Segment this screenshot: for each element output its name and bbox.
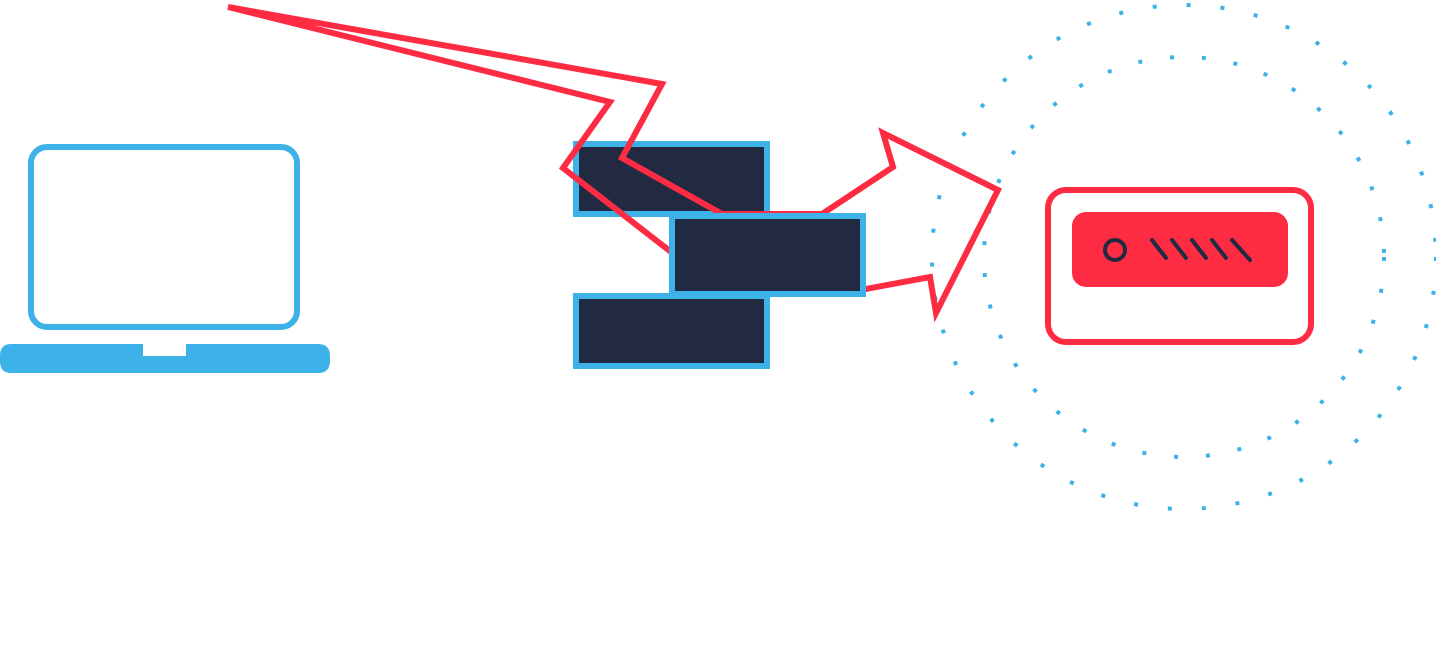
- router-device-icon: [1045, 187, 1314, 345]
- signal-ring-inner: [982, 55, 1386, 459]
- firewall-brick-middle: [669, 213, 866, 297]
- firewall-brick-bottom: [573, 293, 770, 369]
- dotted-signal-rings-icon: [930, 3, 1436, 511]
- laptop-screen: [28, 144, 300, 330]
- firewall-brick-wall-middle: [669, 213, 866, 297]
- router-vent-slots-icon: [1150, 238, 1252, 262]
- lightning-bolt-arrow-icon: [227, 4, 1003, 323]
- laptop-base: [0, 344, 330, 373]
- router-power-led-icon: [1103, 238, 1127, 262]
- laptop-icon: [0, 144, 330, 373]
